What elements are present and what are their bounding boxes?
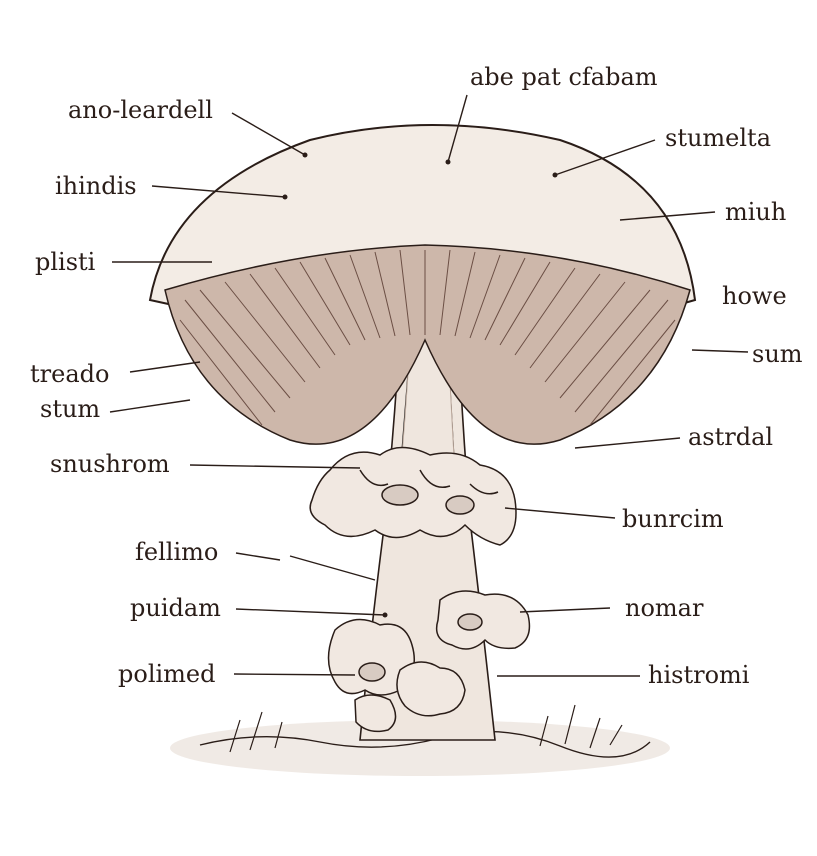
label-top-center: abe pat cfabam (470, 65, 658, 89)
label-left-6: snushrom (50, 452, 170, 476)
label-right-1: stumelta (665, 126, 771, 150)
label-right-3: howe (722, 284, 787, 308)
label-left-7: fellimo (135, 540, 218, 564)
label-right-5: astrdal (688, 425, 773, 449)
label-left-2: ihindis (55, 174, 137, 198)
ring-frills (310, 448, 516, 546)
label-right-6: bunrcim (622, 507, 724, 531)
label-right-4: sum (752, 342, 803, 366)
label-right-8: histromi (648, 663, 749, 687)
label-left-9: polimed (118, 662, 216, 686)
label-left-1: ano-leardell (68, 98, 213, 122)
label-left-8: puidam (130, 596, 221, 620)
label-left-5: stum (40, 397, 100, 421)
label-left-4: treado (30, 362, 109, 386)
label-left-3: plisti (35, 250, 95, 274)
label-right-7: nomar (625, 596, 703, 620)
label-right-2: miuh (725, 200, 786, 224)
